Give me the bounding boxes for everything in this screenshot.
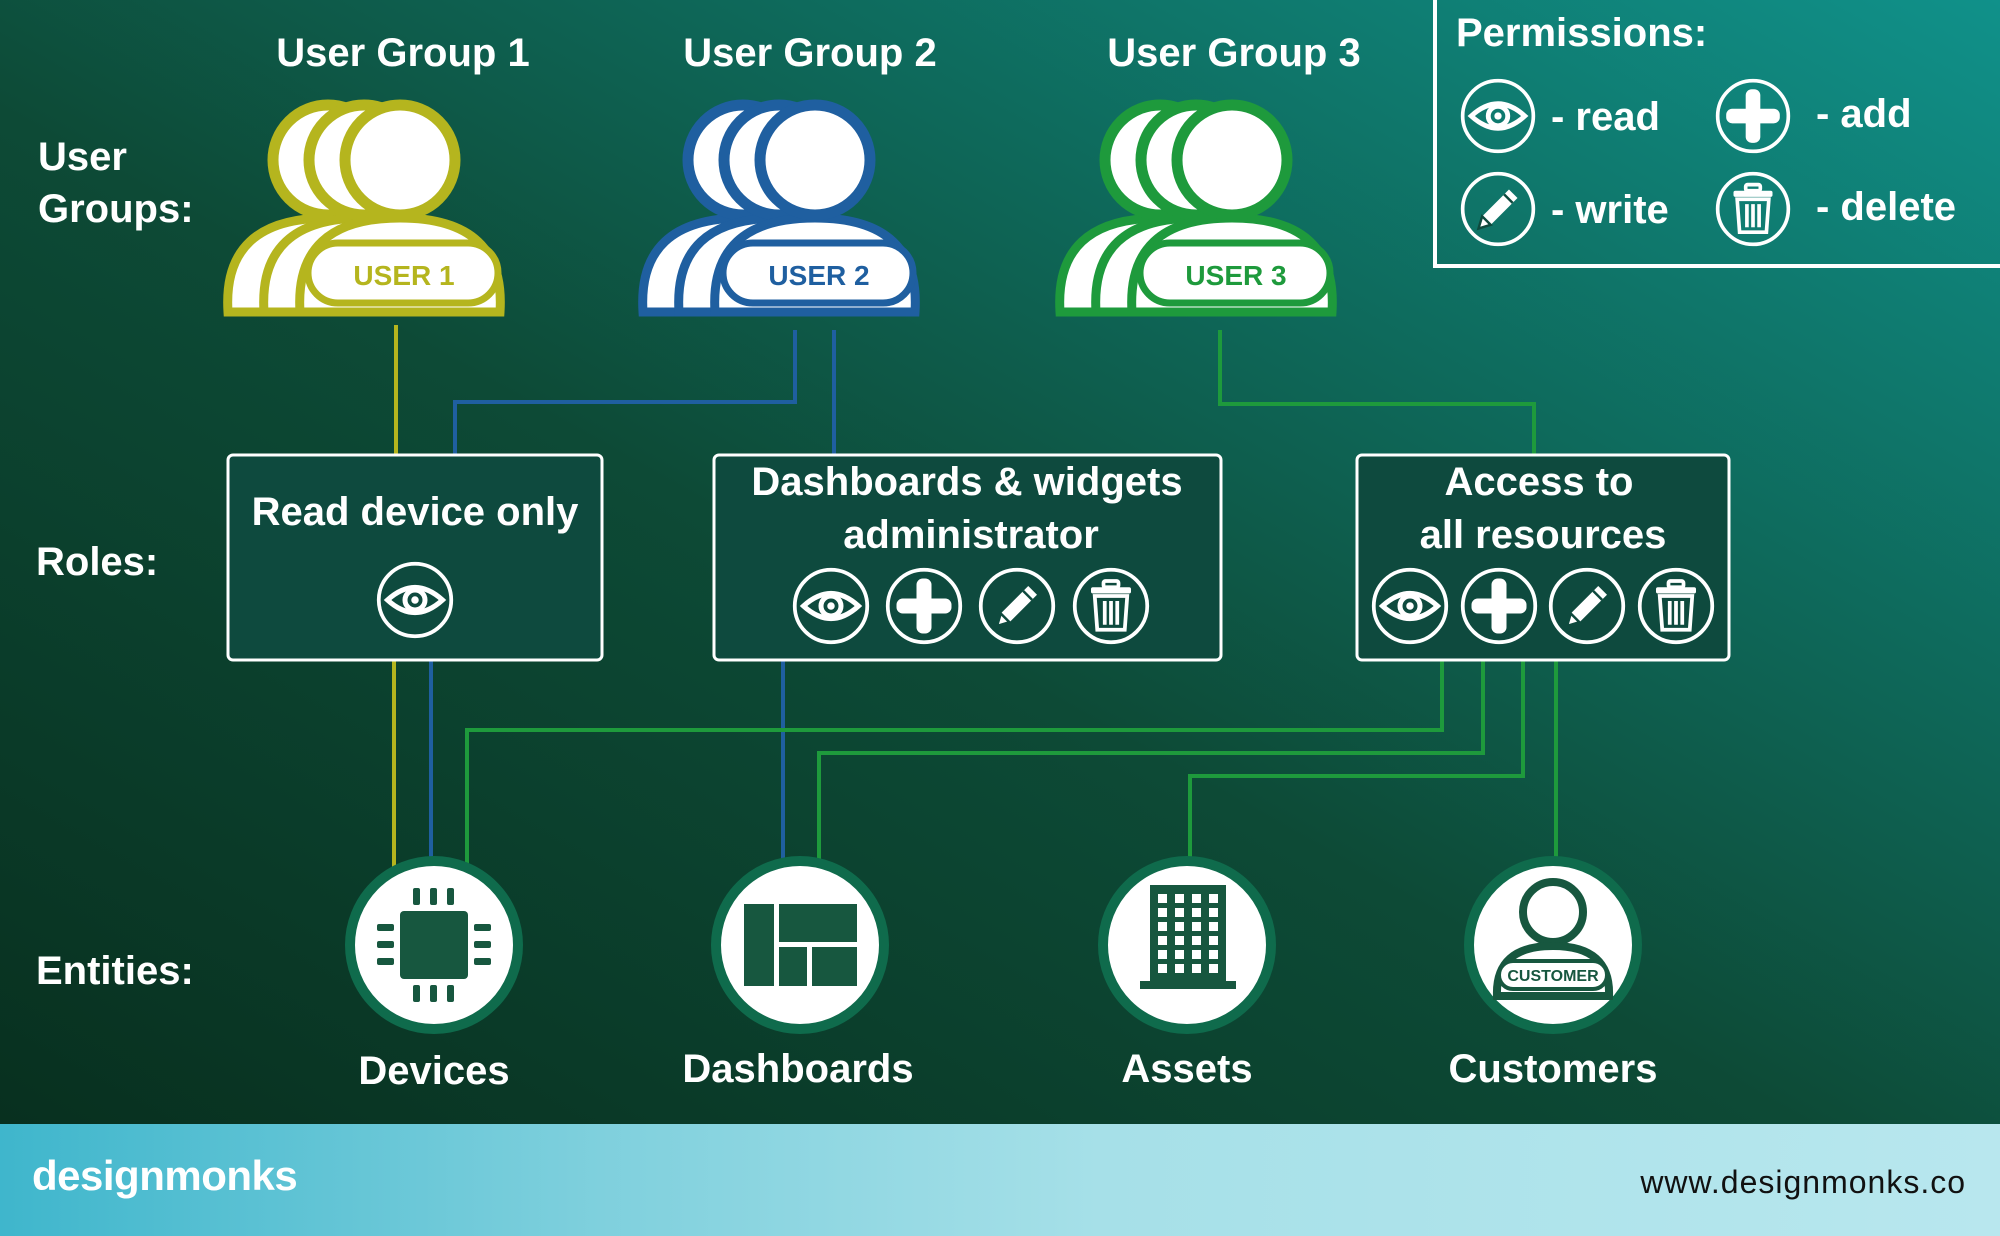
customer-badge-text: CUSTOMER [1507,968,1599,985]
permission-label-read: - read [1551,95,1660,139]
role-read-device-only: Read device only [226,453,604,662]
connector-role3-devices [465,660,1444,868]
customer-icon: CUSTOMER [1492,878,1614,1000]
connector-role3-assets [1188,660,1525,868]
user-group-icon: USER 3 [1055,99,1337,317]
entity-label: Customers [1449,1047,1658,1091]
user-badge-text: USER 3 [1185,260,1286,291]
footer-bar: designmonks www.designmonks.co [0,1124,2000,1236]
plus-icon [1715,78,1791,154]
role-dashboards-widgets-administrator: Dashboards & widgets administrator [712,453,1223,662]
role-title-line2: all resources [1420,513,1667,557]
permissions-title: Permissions: [1456,11,1707,55]
row-label-user-groups-1: User [38,135,127,179]
row-label-roles: Roles: [36,540,158,584]
role-title-line1: Dashboards & widgets [751,460,1182,504]
permission-label-write: - write [1551,188,1669,232]
building-icon [1140,885,1236,989]
plus-icon [885,567,963,645]
connector-group2-role1 [453,330,797,455]
user-group-icon: USER 1 [223,99,505,317]
entity-customers: CUSTOMER Customers [1449,856,1658,1091]
entity-label: Devices [358,1049,509,1093]
user-group-3: User Group 3 USER 3 [1055,31,1361,317]
permissions-legend: Permissions: - read - add - write - dele… [1433,0,2000,268]
role-title: Read device only [252,490,580,534]
connector-group3-role3 [1218,330,1536,455]
row-label-entities: Entities: [36,949,194,993]
website-link[interactable]: www.designmonks.co [1640,1164,1966,1200]
rbac-diagram: User Groups: Roles: Entities: User Group… [0,0,2000,1124]
row-label-user-groups-2: Groups: [38,187,194,231]
user-group-title: User Group 2 [683,31,936,75]
user-group-2: User Group 2 USER 2 [638,31,937,317]
user-group-title: User Group 1 [276,31,529,75]
chip-icon [377,888,491,1002]
user-group-1: User Group 1 USER 1 [223,31,530,317]
entity-dashboards: Dashboards [682,856,914,1091]
connector-role3-dashboards [817,660,1485,868]
role-access-to-all-resources: Access to all resources [1355,453,1731,662]
user-group-icon: USER 2 [638,99,920,317]
user-badge-text: USER 1 [353,260,454,291]
entity-label: Dashboards [682,1047,913,1091]
brand-logo[interactable]: designmonks [32,1152,298,1199]
user-badge-text: USER 2 [768,260,869,291]
entity-devices: Devices [345,856,523,1093]
user-group-title: User Group 3 [1107,31,1360,75]
role-title-line2: administrator [843,513,1099,557]
dashboard-icon [744,904,857,986]
entity-assets: Assets [1098,856,1276,1091]
connectors [392,325,1558,868]
permission-label-delete: - delete [1816,185,1956,229]
plus-icon [1460,567,1538,645]
role-title-line1: Access to [1445,460,1634,504]
entity-label: Assets [1121,1047,1252,1091]
permission-label-add: - add [1816,92,1912,136]
